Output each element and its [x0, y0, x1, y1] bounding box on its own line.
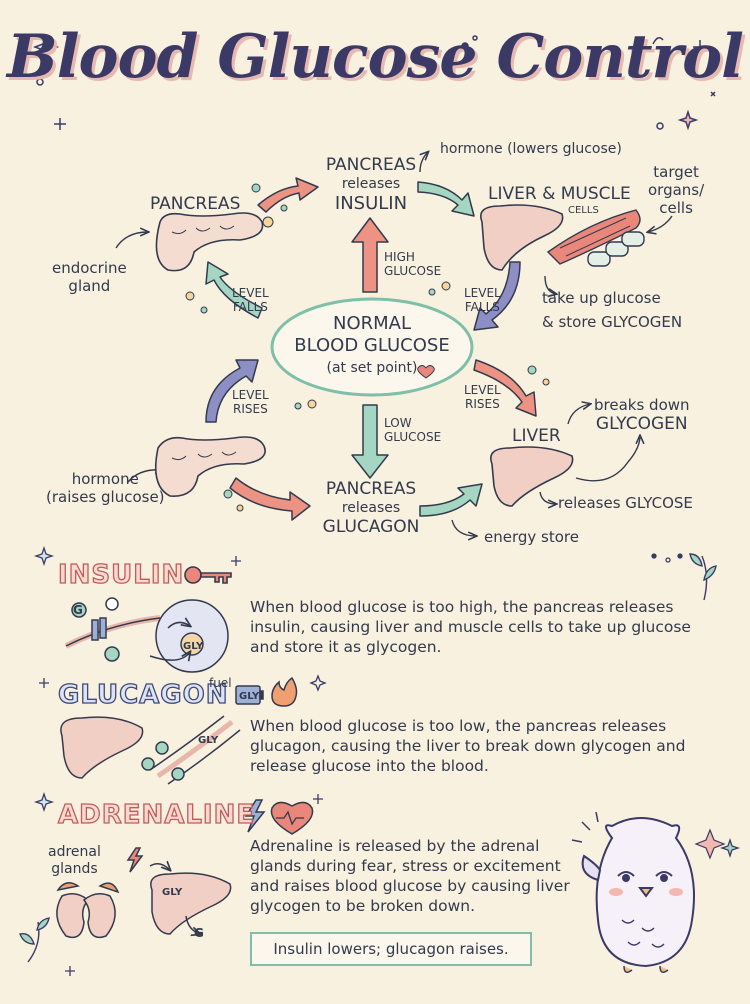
label-breaks-down-glycogen: breaks down GLYCOGEN [594, 396, 690, 434]
glucagon-line3: GLUCAGON [322, 517, 420, 537]
adrenaline-description: Adrenaline is released by the adrenal gl… [250, 837, 570, 915]
glucagon-fuel-label: fuel [209, 676, 232, 690]
section-title-adrenaline: ADRENALINE [57, 799, 256, 830]
label-take-up-glucose: take up glucose & store GLYCOGEN [542, 289, 683, 331]
insulin-line1: PANCREAS [325, 155, 417, 175]
pancreas-bottom-illustration [154, 436, 266, 497]
label-endocrine-gland: endocrine gland [52, 259, 127, 295]
label-releases-glycose: releases GLYCOSE [558, 494, 693, 512]
label-pancreas: PANCREAS [150, 194, 241, 214]
feedback-arrows [205, 177, 537, 521]
heartbeat-icon [270, 801, 314, 835]
section-title-insulin: INSULIN [57, 559, 185, 590]
leaf-sprig-decoration [19, 553, 717, 963]
glucagon-description: When blood glucose is too low, the pancr… [250, 717, 686, 775]
liver-bottom-illustration [490, 446, 574, 507]
label-energy-store: energy store [484, 528, 579, 546]
heart-icon [417, 365, 435, 379]
section-title-glucagon: GLUCAGON [57, 679, 229, 710]
label-level-falls-right: LEVEL FALLS [464, 286, 501, 314]
flame-icon [271, 676, 298, 707]
insulin-g-label: G [73, 603, 83, 617]
label-adrenal-glands: adrenal glands [48, 844, 101, 877]
adrenaline-g-label: G [194, 926, 204, 940]
label-hormone-lowers: hormone (lowers glucose) [440, 141, 622, 157]
battery-icon [235, 685, 264, 705]
insulin-line2: releases [341, 176, 401, 192]
glucagon-line1: PANCREAS [325, 479, 417, 499]
label-level-falls-left: LEVEL FALLS [232, 286, 269, 314]
label-liver-muscle: LIVER & MUSCLE [488, 184, 631, 204]
label-high-glucose: HIGH GLUCOSE [384, 250, 442, 278]
decorative-sparkles [32, 33, 716, 131]
muscle-cells-illustration [546, 209, 645, 267]
key-icon [184, 566, 232, 584]
breaks-down-line1: breaks down [594, 396, 690, 414]
label-target-organs: target organs/ cells [648, 163, 705, 217]
summary-box: Insulin lowers; glucagon raises. [250, 932, 532, 966]
label-pancreas-releases-insulin: PANCREAS releases INSULIN [316, 155, 426, 214]
pancreas-top-illustration [155, 212, 264, 272]
owl-mascot [571, 811, 726, 973]
glucagon-gly-label: GLY [198, 735, 219, 746]
label-cells: CELLS [568, 205, 599, 216]
insulin-cell-illustration [64, 597, 229, 673]
breaks-down-line2: GLYCOGEN [595, 414, 688, 434]
insulin-gly-label: GLY [183, 641, 204, 652]
label-level-rises-left: LEVEL RISES [232, 388, 269, 416]
glucagon-line2: releases [341, 500, 401, 516]
liver-top-illustration [480, 204, 564, 271]
normal-line2: BLOOD GLUCOSE [294, 335, 450, 356]
label-pancreas-releases-glucagon: PANCREAS releases GLUCAGON [316, 480, 426, 537]
section-sparkles [33, 545, 741, 976]
normal-line1: NORMAL [332, 313, 411, 334]
label-low-glucose: LOW GLUCOSE [384, 416, 442, 444]
label-liver: LIVER [512, 426, 561, 446]
adrenal-kidneys-illustration [56, 847, 232, 939]
glucose-bubbles [185, 183, 550, 512]
glucagon-liver-illustration [60, 715, 241, 785]
page-title: Blood Glucose Control [7, 22, 744, 92]
label-normal-blood-glucose: NORMAL BLOOD GLUCOSE (at set point) [270, 313, 474, 379]
normal-line3: (at set point) [326, 360, 418, 376]
insulin-description: When blood glucose is too high, the panc… [250, 598, 691, 656]
label-hormone-raises: hormone (raises glucose) [46, 470, 165, 506]
label-level-rises-right: LEVEL RISES [464, 383, 501, 411]
lightning-icon [244, 799, 266, 833]
glucagon-battery-gly: GLY [239, 691, 260, 702]
insulin-line3: INSULIN [334, 193, 408, 214]
adrenaline-gly-label: GLY [162, 887, 183, 898]
